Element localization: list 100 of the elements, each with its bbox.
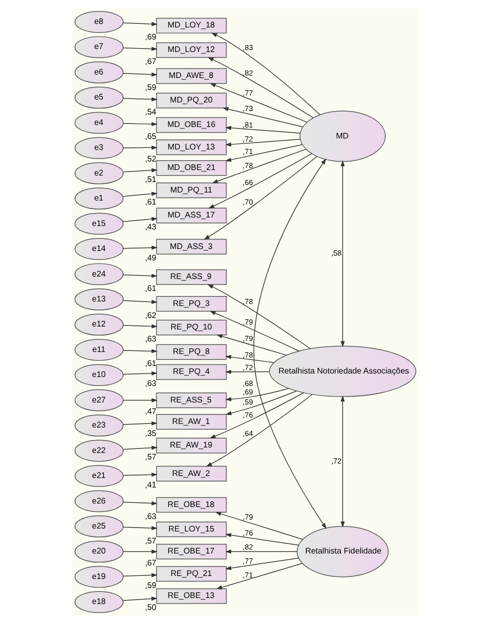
arrow <box>122 349 158 354</box>
arrow <box>209 83 307 123</box>
arrow <box>224 388 288 402</box>
arrow <box>122 501 158 506</box>
arrow <box>340 160 344 348</box>
arrow <box>211 148 306 184</box>
node-label: ,49 <box>144 254 156 263</box>
node-box: RE_AW_1 <box>156 414 226 430</box>
node-label: ,69 <box>144 32 156 42</box>
node-label: ,67 <box>144 558 156 568</box>
node-label: ,57 <box>144 536 156 546</box>
node-box: MD_PQ_20 <box>156 92 226 108</box>
arrow <box>122 472 158 477</box>
edge-label: ,71 <box>242 146 252 156</box>
edge-label: ,82 <box>242 542 252 552</box>
node-box: MD_OBE_16 <box>156 117 226 133</box>
arrow <box>209 392 304 439</box>
node-ellipse: e12 <box>74 314 124 336</box>
node-ellipse: e15 <box>74 212 124 235</box>
arrow <box>122 192 158 197</box>
edge-label: ,72 <box>242 134 252 144</box>
edge-label: ,70 <box>242 197 252 206</box>
arrow <box>209 310 299 352</box>
node-box: MD_LOY_18 <box>156 18 226 34</box>
node-ellipse: e14 <box>74 238 124 260</box>
arrow <box>224 390 296 416</box>
node-box: RE_LOY_15 <box>156 522 226 538</box>
node-box: MD_ASS_17 <box>156 208 226 224</box>
arrow <box>210 32 320 116</box>
edge-label: ,78 <box>242 161 252 170</box>
node-ellipse: Retalhista Fidelidade <box>296 526 388 578</box>
edge-label: ,79 <box>242 512 252 522</box>
arrow <box>122 46 158 51</box>
node-label: ,50 <box>144 603 156 612</box>
arrow <box>122 421 158 426</box>
node-ellipse: e8 <box>74 10 124 33</box>
node-ellipse: e4 <box>74 112 124 134</box>
node-box: RE_OBE_13 <box>156 588 226 604</box>
edge-label: ,81 <box>242 120 252 130</box>
arrow <box>203 156 317 240</box>
node-ellipse: e2 <box>74 162 124 184</box>
node-label: ,63 <box>144 379 156 388</box>
edge-label: ,78 <box>242 350 252 360</box>
node-ellipse: e3 <box>74 137 124 160</box>
arrow <box>122 371 158 376</box>
arrow <box>214 512 303 540</box>
node-box: RE_PQ_8 <box>156 344 226 360</box>
arrow <box>122 97 158 102</box>
node-box: RE_PQ_10 <box>156 320 226 336</box>
node-label: ,59 <box>144 580 156 590</box>
arrow <box>224 370 269 374</box>
edge-label: ,72 <box>242 362 252 372</box>
arrow <box>224 126 300 134</box>
edge-label: ,66 <box>242 178 252 188</box>
arrow <box>122 168 158 172</box>
arrow <box>208 153 312 209</box>
node-box: RE_ASS_5 <box>156 392 226 408</box>
edge-label: ,82 <box>242 68 252 78</box>
arrow <box>224 533 298 546</box>
node-box: RE_OBE_17 <box>156 544 226 560</box>
node-label: ,62 <box>144 310 156 320</box>
arrow <box>252 158 326 530</box>
edge-label: ,79 <box>242 318 252 327</box>
node-label: ,43 <box>144 222 156 232</box>
node-box: RE_OBE_18 <box>156 497 226 513</box>
arrow <box>122 324 158 328</box>
arrow <box>122 72 158 77</box>
node-label: ,52 <box>144 154 156 164</box>
arrow <box>122 122 158 126</box>
edge-label: ,76 <box>242 528 252 538</box>
node-label: ,51 <box>144 175 156 184</box>
node-label: ,61 <box>144 359 156 368</box>
edge-label: ,78 <box>242 296 252 306</box>
node-box: RE_AW_2 <box>156 466 226 482</box>
node-label: ,41 <box>144 480 156 490</box>
edge-label: ,76 <box>242 410 252 420</box>
edge-label: ,69 <box>242 387 252 396</box>
arrow <box>122 526 158 530</box>
arrow <box>222 107 303 128</box>
node-box: RE_AW_19 <box>156 438 226 454</box>
node-ellipse: e23 <box>74 414 124 436</box>
node-box: MD_OBE_21 <box>156 160 226 176</box>
arrow <box>224 355 274 363</box>
arrow <box>224 558 298 570</box>
node-label: ,67 <box>144 57 156 66</box>
node-box: MD_LOY_12 <box>156 42 226 58</box>
node-label: ,61 <box>144 197 156 206</box>
edge-label: ,73 <box>242 104 252 113</box>
arrow <box>122 550 158 554</box>
arrow <box>122 398 158 402</box>
edge-label: ,79 <box>242 334 252 343</box>
node-label: ,63 <box>144 334 156 344</box>
node-box: MD_PQ_11 <box>156 182 226 198</box>
arrow <box>122 274 158 278</box>
arrow <box>207 57 314 118</box>
node-label: ,57 <box>144 452 156 462</box>
arrow <box>216 334 286 356</box>
node-ellipse: e13 <box>74 288 124 310</box>
arrow <box>224 144 302 162</box>
node-label: ,65 <box>144 132 156 141</box>
